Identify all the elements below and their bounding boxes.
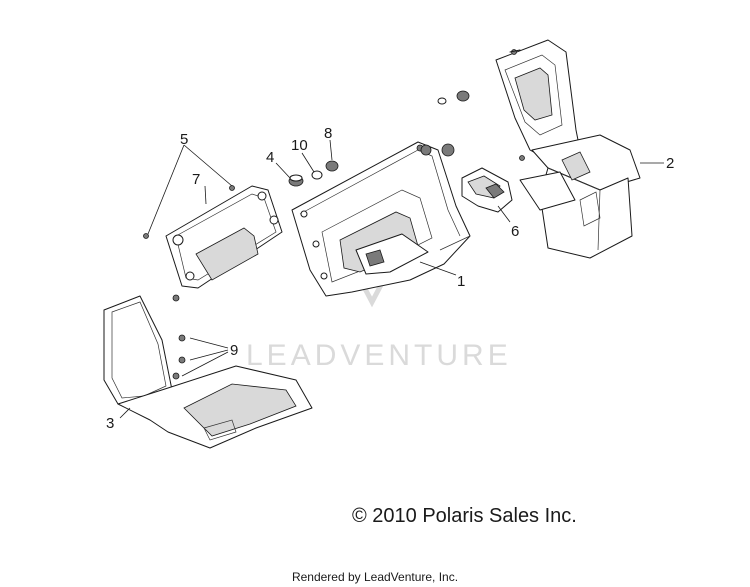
callout-8: 8 (324, 125, 332, 142)
fastener-group (288, 90, 470, 187)
part-2-storage-bin (495, 39, 641, 259)
callout-9: 9 (230, 342, 238, 359)
callout-labels: 1 2 3 4 5 6 7 8 9 10 (106, 125, 674, 432)
callout-6: 6 (511, 223, 519, 240)
watermark-text: LEADVENTURE (246, 339, 512, 372)
callout-5: 5 (180, 131, 188, 148)
callout-1: 1 (457, 273, 465, 290)
leader-lines (119, 139, 664, 419)
callout-10: 10 (291, 137, 308, 154)
rendered-by-credit: Rendered by LeadVenture, Inc. (291, 570, 459, 584)
callout-4: 4 (266, 149, 274, 166)
part-3-floor-tray (103, 294, 313, 449)
callout-7: 7 (192, 171, 200, 188)
part-1-center-panel (291, 141, 471, 297)
part-6-bracket (461, 167, 513, 213)
callout-3: 3 (106, 415, 114, 432)
copyright-notice: © 2010 Polaris Sales Inc. (352, 505, 577, 527)
part-7-cover-plate (143, 185, 283, 289)
leadventure-watermark: LEADVENTURE (246, 281, 512, 372)
callout-2: 2 (666, 155, 674, 172)
